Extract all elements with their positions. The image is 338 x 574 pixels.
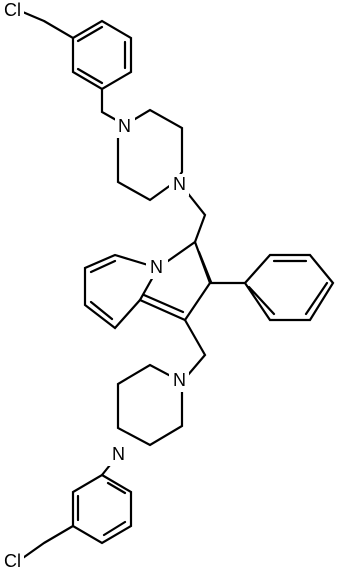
indolizine-five-ring	[138, 240, 213, 322]
chlorine-atom-top: Cl	[4, 0, 21, 20]
atom-labels: Cl N N N N N Cl	[2, 0, 189, 571]
bottom-piperazine-ring	[116, 363, 184, 447]
indolizine-six-ring	[83, 253, 160, 330]
top-chlorophenyl-ring	[16, 8, 133, 91]
nitrogen-atom-piperazine-2-alkyl: N	[173, 370, 186, 390]
bottom-methylene-bond	[180, 318, 207, 384]
chlorine-atom-bottom: Cl	[4, 551, 21, 571]
bonds	[16, 8, 335, 562]
phenyl-substituent	[208, 253, 335, 322]
nitrogen-atom-piperazine-1-aryl: N	[118, 116, 131, 136]
top-methylene-bond	[180, 184, 207, 244]
nitrogen-atom-piperazine-1-alkyl: N	[173, 174, 186, 194]
nitrogen-atom-indolizine: N	[150, 257, 163, 277]
nitrogen-atom-piperazine-2-aryl: N	[112, 444, 125, 464]
bottom-chlorophenyl-ring	[18, 473, 133, 562]
